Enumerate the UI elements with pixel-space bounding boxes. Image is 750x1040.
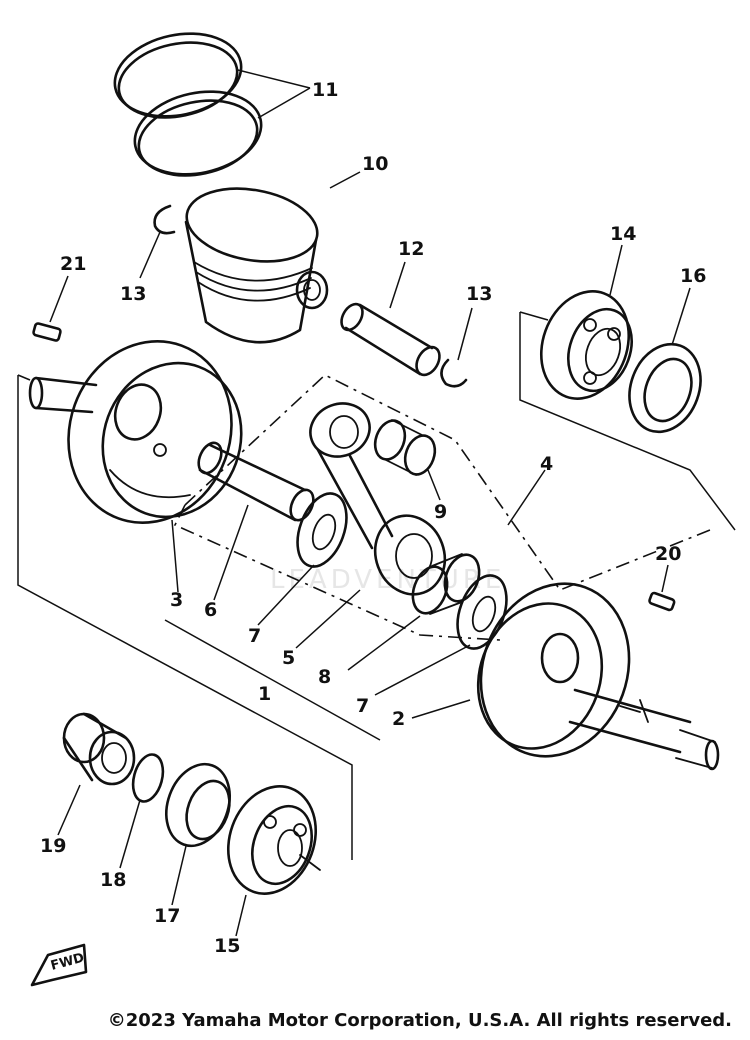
piston-rings [113,32,263,177]
leader-5 [295,589,361,649]
collar [62,712,136,786]
callout-12: 12 [398,238,424,260]
callout-16: 16 [680,265,706,287]
piston [184,187,329,344]
callout-9: 9 [434,501,447,523]
leader-11b [257,87,311,119]
callout-10: 10 [362,153,388,175]
leader-4 [507,469,546,526]
oil-seal-left [165,762,231,848]
leader-12 [389,261,406,309]
crankshaft-piston-exploded-diagram: LEADVENTURE [17,32,736,987]
small-end-bearing [373,419,437,476]
oil-seal-right [628,342,702,434]
callout-7b: 7 [356,695,369,717]
circlip-left [153,204,176,235]
callout-1: 1 [258,683,271,705]
bracket-right [519,312,736,531]
dowel-pin-left [32,322,62,342]
callout-17: 17 [154,905,180,927]
bracket-left [17,375,353,860]
copyright-notice: ©2023 Yamaha Motor Corporation, U.S.A. A… [107,1010,732,1031]
leader-10 [329,171,361,189]
crank-pin [197,441,315,522]
leader-17 [171,845,187,906]
o-ring [131,753,165,803]
callout-15: 15 [214,935,240,957]
leader-21 [49,275,69,323]
crank-wheel-right [476,582,720,771]
leader-2 [411,699,471,719]
leader-11a [237,69,311,89]
big-end-bearing [411,553,481,615]
callout-8: 8 [318,666,331,688]
leader-8 [347,615,421,671]
callout-7a: 7 [248,625,261,647]
leader-7a [257,564,315,626]
leader-20 [661,564,669,593]
leader-14 [609,244,623,296]
washer-right [456,574,508,650]
callout-6: 6 [204,599,217,621]
fwd-arrow-icon: FWD [30,943,88,987]
leader-7b [374,644,471,696]
callout-19: 19 [40,835,66,857]
leader-18 [119,799,141,869]
leader-16 [671,287,691,346]
bearing-left [226,785,321,895]
callout-20: 20 [655,543,681,565]
circlip-right [440,358,468,388]
bracket-group-1 [164,619,381,741]
leader-19 [57,784,81,836]
callout-5: 5 [282,647,295,669]
leader-13b [457,307,473,361]
callout-4: 4 [540,453,553,475]
callout-18: 18 [100,869,126,891]
leader-13a [139,231,161,279]
callout-14: 14 [610,223,636,245]
callout-21: 21 [60,253,86,275]
bearing-right [539,290,633,400]
callout-11: 11 [312,79,338,101]
assembly-outline [184,374,716,591]
callout-13a: 13 [120,283,146,305]
callout-3: 3 [170,589,183,611]
callout-2: 2 [392,708,405,730]
dowel-pin-right [648,591,676,612]
washer-left [296,492,348,568]
leader-9 [427,469,441,501]
crank-wheel-left [28,340,243,524]
watermark: LEADVENTURE [270,565,505,595]
leader-6 [213,504,249,601]
connecting-rod [309,402,447,596]
leader-3 [171,519,179,593]
piston-pin [340,302,441,377]
callout-13b: 13 [466,283,492,305]
leader-15 [235,894,247,937]
